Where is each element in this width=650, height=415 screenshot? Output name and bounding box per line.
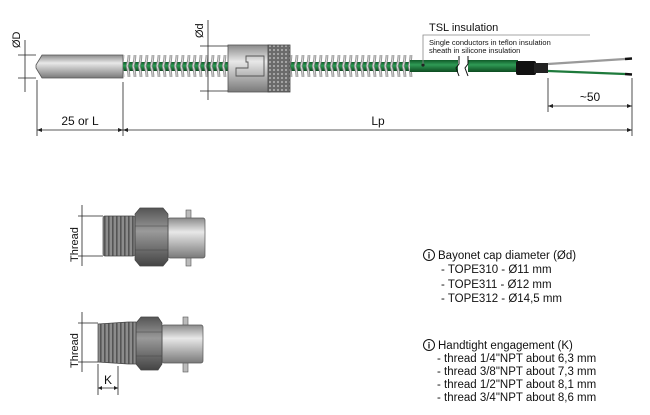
label-probe-length: Lp — [371, 114, 385, 128]
note-item: - thread 3/8"NPT about 7,3 mm — [437, 366, 596, 378]
insulation-title: TSL insulation — [429, 22, 498, 34]
note-title: Bayonet cap diameter (Ød) — [438, 250, 576, 262]
note-item: - TOPE310 - Ø11 mm — [441, 264, 552, 276]
label-wire-length: ~50 — [580, 90, 601, 104]
label-engagement-K: K — [104, 373, 112, 387]
note-item: - thread 1/2"NPT about 8,1 mm — [437, 379, 596, 391]
insulation-line-2: sheath in silicone insulation — [429, 46, 520, 55]
info-icon: i — [423, 249, 435, 261]
probe-tube — [35, 54, 124, 79]
label-tip-length: 25 or L — [61, 114, 99, 128]
label-thread-1: Thread — [69, 227, 81, 262]
note-item: - TOPE312 - Ø14,5 mm — [441, 293, 562, 305]
svg-text:i: i — [428, 251, 431, 261]
fitting-tapered-thread: Thread K — [69, 312, 204, 395]
dimension-length: 25 or L Lp ~50 — [36, 78, 633, 136]
label-diameter-D: ØD — [11, 31, 23, 48]
dimension-diameter-d: Ød — [194, 20, 228, 100]
fitting-parallel-thread: Thread — [69, 205, 206, 267]
label-diameter-d: Ød — [194, 23, 206, 38]
note-title: Handtight engagement (K) — [438, 340, 573, 352]
note-item: - thread 3/4"NPT about 8,6 mm — [437, 392, 596, 404]
tsl-cable — [410, 56, 633, 77]
note-item: - thread 1/4"NPT about 6,3 mm — [437, 353, 596, 365]
info-icon: i — [423, 339, 435, 351]
svg-text:i: i — [428, 341, 431, 351]
note-bayonet-cap: i Bayonet cap diameter (Ød) - TOPE310 - … — [423, 249, 576, 305]
note-handtight-engagement: i Handtight engagement (K) - thread 1/4"… — [423, 339, 596, 404]
label-thread-2: Thread — [69, 333, 81, 368]
insulation-callout: TSL insulation Single conductors in tefl… — [422, 22, 590, 64]
insulation-line-1: Single conductors in teflon insulation — [429, 38, 551, 47]
bayonet-cap — [227, 44, 291, 93]
dimension-diameter-D: ØD — [11, 31, 36, 92]
note-item: - TOPE311 - Ø12 mm — [441, 279, 552, 291]
